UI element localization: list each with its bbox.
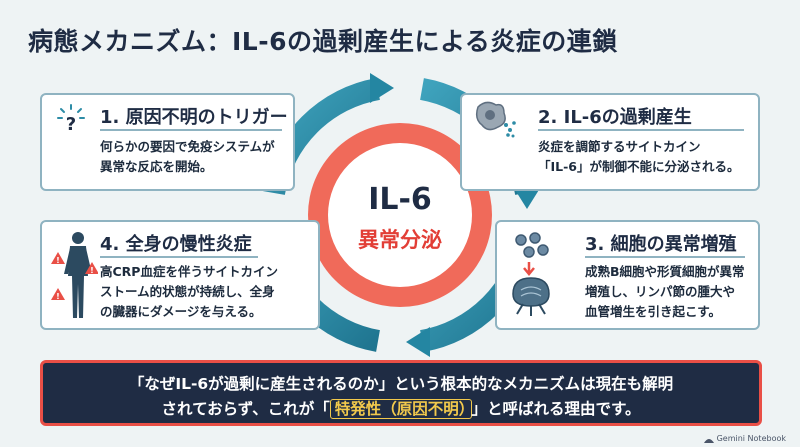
card-chronic-inflammation-title: 4. 全身の慢性炎症 [100,234,252,255]
card-cell-proliferation-divider [585,256,745,258]
warning-icon: ! [51,288,65,301]
card-chronic-inflammation-body: 高CRP血症を伴うサイトカイン ストーム的状態が持続し、全身 の臓器にダメージを… [100,264,278,319]
card-cell-proliferation: 3. 細胞の異常増殖 成熟B細胞や形質細胞が異常 増殖し、リンパ節の腫大や 血管… [495,220,760,330]
banner-line-2: されておらず、これが「特発性（原因不明）」と呼ばれる理由です。 [43,397,759,419]
card-il6-production-title: 2. IL-6の過剰産生 [538,107,692,128]
svg-text:!: ! [56,256,60,265]
card-il6-production-body: 炎症を調節するサイトカイン 「IL-6」が制御不能に分泌される。 [538,139,740,174]
lymph-node-icon [512,232,550,316]
svg-text:!: ! [90,266,94,275]
card-chronic-inflammation: ! ! ! 4. 全身の慢性炎症 高CRP血症を伴うサイトカイン ストーム的状態… [40,220,320,330]
card-cell-proliferation-title: 3. 細胞の異常増殖 [585,234,737,255]
body-warning-icon: ! ! ! [51,232,98,318]
card-il6-production: 2. IL-6の過剰産生 炎症を調節するサイトカイン 「IL-6」が制御不能に分… [460,93,760,191]
banner-line-2-pre: されておらず、これが「 [161,400,330,418]
cell-secretion-icon [475,101,516,138]
card-trigger-body: 何らかの要因で免疫システムが 異常な反応を開始。 [100,139,275,174]
banner-line-1: 「なぜIL-6が過剰に産生されるのか」という根本的なメカニズムは現在も解明 [128,375,674,393]
warning-icon: ! [51,252,65,265]
center-subtitle: 異常分泌 [358,228,442,252]
svg-text:!: ! [56,292,60,301]
svg-text:?: ? [66,114,76,133]
card-il6-production-divider [538,129,744,131]
card-chronic-inflammation-divider [100,256,258,258]
card-trigger-title: 1. 原因不明のトリガー [100,107,288,128]
watermark: Gemini Notebook [703,434,786,443]
warning-icon: ! [85,262,98,275]
center-title: IL-6 [368,182,432,217]
conclusion-banner: 「なぜIL-6が過剰に産生されるのか」という根本的なメカニズムは現在も解明 され… [40,360,762,426]
notebook-logo-icon [703,438,714,443]
page-title: 病態メカニズム：IL-6の過剰産生による炎症の連鎖 [28,27,618,56]
card-cell-proliferation-body: 成熟B細胞や形質細胞が異常 増殖し、リンパ節の腫大や 血管増生を引き起こす。 [585,264,745,319]
watermark-text: Gemini Notebook [716,434,786,443]
banner-line-2-post: 」と呼ばれる理由です。 [471,400,641,418]
center-disc [328,143,472,287]
banner-highlight: 特発性（原因不明） [329,399,472,419]
question-icon: ? [57,104,85,133]
card-trigger: ? 1. 原因不明のトリガー 何らかの要因で免疫システムが 異常な反応を開始。 [40,93,295,191]
card-trigger-divider [100,129,282,131]
